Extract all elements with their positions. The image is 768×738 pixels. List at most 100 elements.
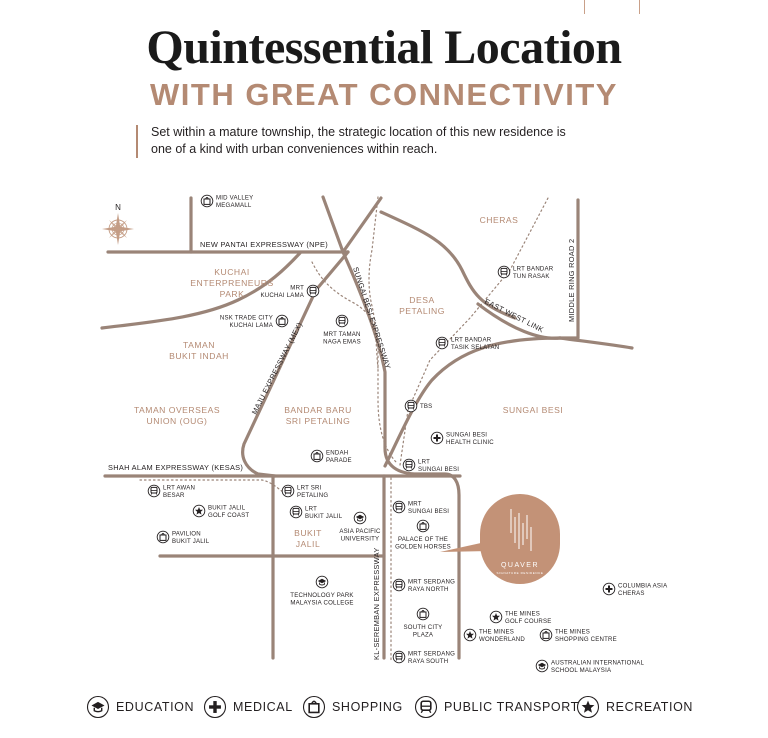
- quaver-pointer: [440, 541, 490, 552]
- poi-label: RAYA NORTH: [408, 586, 449, 593]
- legend-transport-label: PUBLIC TRANSPORT: [444, 700, 579, 714]
- poi-label: BESAR: [163, 492, 185, 499]
- shopping-bag-icon: [156, 530, 170, 544]
- poi-label: MRT SERDANG: [408, 579, 455, 586]
- poi-label: UNIVERSITY: [341, 535, 380, 542]
- area-sungai-besi: SUNGAI BESI: [503, 405, 563, 415]
- train-icon: [335, 314, 349, 328]
- legend-recreation: RECREATION: [576, 693, 693, 721]
- poi-label: BUKIT JALIL: [172, 538, 210, 545]
- shopping-bag-icon: [539, 628, 553, 642]
- intro-text: Set within a mature township, the strate…: [151, 125, 566, 156]
- legend-transport: PUBLIC TRANSPORT: [414, 693, 579, 721]
- poi-label: LRT: [305, 506, 317, 513]
- legend-medical: MEDICAL: [203, 693, 293, 721]
- star-icon: [576, 695, 600, 719]
- medical-cross-icon: [602, 582, 616, 596]
- area-kuchai-2: ENTERPRENEURS: [190, 278, 273, 288]
- poi-label: MRT SERDANG: [408, 651, 455, 658]
- page-subtitle: WITH GREAT CONNECTIVITY: [150, 77, 618, 112]
- shopping-bag-icon: [302, 695, 326, 719]
- poi-label: LRT AWAN: [163, 485, 195, 492]
- train-icon: [306, 284, 320, 298]
- area-cheras: CHERAS: [480, 215, 519, 225]
- poi-label: COLUMBIA ASIA: [618, 583, 668, 590]
- star-icon: [463, 628, 477, 642]
- train-icon: [289, 505, 303, 519]
- poi-label: GOLF COURSE: [505, 618, 552, 625]
- quaver-marker[interactable]: QUAVER SIGNATURE RESIDENCE: [480, 494, 560, 584]
- poi-label: SOUTH CITY: [404, 624, 443, 631]
- poi-label: NSK TRADE CITY: [220, 315, 273, 322]
- compass-north-label: N: [115, 203, 121, 212]
- legend-education: EDUCATION: [86, 693, 194, 721]
- poi-label: LRT: [418, 459, 430, 466]
- shopping-bag-icon: [200, 194, 214, 208]
- area-kuchai-1: KUCHAI: [214, 267, 249, 277]
- poi-label: PAVILION: [172, 531, 201, 538]
- train-icon: [497, 265, 511, 279]
- poi-label: GOLF COAST: [208, 512, 249, 519]
- compass-rose: N: [102, 203, 134, 245]
- legend-shopping-label: SHOPPING: [332, 700, 403, 714]
- shopping-bag-icon: [416, 607, 430, 621]
- area-bukit-jalil-2: JALIL: [296, 539, 320, 549]
- legend-shopping: SHOPPING: [302, 693, 403, 721]
- poi-tbs[interactable]: TBS: [404, 399, 432, 413]
- shopping-bag-icon: [275, 314, 289, 328]
- road-sbe-northeast: [341, 196, 383, 254]
- rail-lrt-sri-petaling: [368, 196, 379, 369]
- graduation-cap-icon: [353, 511, 367, 525]
- road-label-sungai-besi: SUNGAI BESI EXPRESSWAY: [351, 266, 393, 370]
- poi-label: TUN RASAK: [513, 273, 550, 280]
- poi-label: THE MINES: [505, 611, 540, 618]
- road-cheras-curve: [379, 210, 517, 320]
- rail-lrt-ampang-east: [399, 197, 549, 466]
- train-icon: [392, 500, 406, 514]
- poi-label: SCHOOL MALAYSIA: [551, 667, 612, 674]
- road-label-mrr2: MIDDLE RING ROAD 2: [567, 239, 576, 322]
- poi-label: PALACE OF THE: [398, 536, 448, 543]
- quaver-name: QUAVER: [501, 562, 539, 569]
- shopping-bag-icon: [416, 519, 430, 533]
- star-icon: [489, 610, 503, 624]
- area-bbsp-2: SRI PETALING: [286, 416, 351, 426]
- poi-label: THE MINES: [555, 629, 590, 636]
- poi-label: MRT: [408, 501, 422, 508]
- poi-label: CHERAS: [618, 590, 645, 597]
- poi-label: LRT BANDAR: [451, 337, 492, 344]
- poi-label: MRT: [290, 285, 304, 292]
- poi-label: KUCHAI LAMA: [229, 322, 273, 329]
- road-maju-expressway: [241, 250, 350, 478]
- poi-label: AUSTRALIAN INTERNATIONAL: [551, 660, 644, 667]
- poi-label: ENDAH: [326, 450, 348, 457]
- medical-cross-icon: [203, 695, 227, 719]
